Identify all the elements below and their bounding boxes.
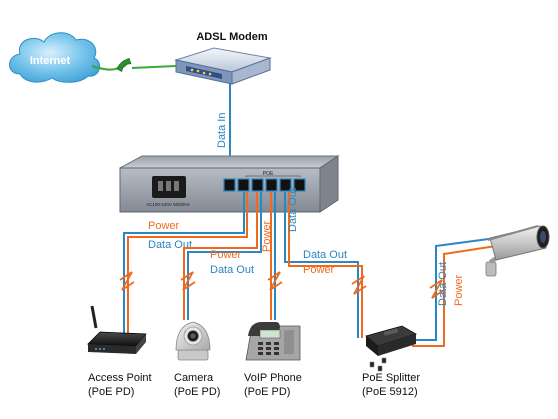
power-socket-icon: [152, 176, 186, 198]
link-poe-splitter: Data Out Data Out Power: [284, 188, 367, 338]
device-name-poe-splitter: PoE Splitter: [362, 372, 420, 384]
link-camera: Power Data Out: [180, 192, 262, 320]
poe-switch: AC100-240V 50/60Hz POE: [119, 155, 340, 213]
internet-label: Internet: [30, 55, 71, 67]
power-input-label: AC100-240V 50/60Hz: [146, 202, 191, 207]
link-access-point: Power Data Out: [119, 192, 248, 340]
link-cctv-camera: Data Out Power: [410, 237, 497, 347]
ethernet-ports: [223, 178, 306, 192]
phone-handset-icon: [116, 58, 132, 72]
lightning-icon: [267, 271, 283, 291]
device-type-camera: (PoE PD): [174, 386, 220, 398]
power-label-4: Power: [303, 264, 335, 276]
data-out-label-4: Data Out: [303, 249, 347, 261]
data-out-label-5: Data Out: [437, 262, 449, 306]
voip-phone-icon: [245, 322, 301, 361]
lightning-icon: [429, 279, 445, 299]
lightning-icon: [119, 271, 135, 291]
power-label-5: Power: [453, 274, 465, 306]
device-name-voip-phone: VoIP Phone: [244, 372, 302, 384]
power-label-1: Power: [148, 220, 180, 232]
device-labels: Access Point (PoE PD) Camera (PoE PD) Vo…: [88, 372, 420, 398]
device-type-poe-splitter: (PoE 5912): [362, 386, 418, 398]
data-in-label: Data In: [216, 113, 228, 148]
data-out-label-3: Data Out: [287, 188, 299, 232]
lightning-icon: [351, 275, 367, 295]
adsl-modem: ADSL Modem: [174, 31, 272, 85]
access-point-icon: [87, 305, 147, 354]
data-out-label-1: Data Out: [148, 239, 192, 251]
lightning-icon: [180, 271, 196, 291]
ip-camera-icon: [175, 321, 211, 361]
link-voip-phone: Power: [261, 192, 283, 320]
phone-line: [91, 58, 177, 72]
internet-cloud: Internet: [9, 32, 101, 83]
device-type-access-point: (PoE PD): [88, 386, 134, 398]
power-label-2: Power: [210, 249, 242, 261]
device-name-camera: Camera: [174, 372, 214, 384]
data-out-label-2: Data Out: [210, 264, 254, 276]
device-type-voip-phone: (PoE PD): [244, 386, 290, 398]
cctv-camera-icon: [485, 225, 550, 277]
device-name-access-point: Access Point: [88, 372, 152, 384]
power-label-3: Power: [261, 220, 273, 252]
modem-label: ADSL Modem: [196, 31, 268, 43]
poe-port-group-label: POE: [263, 171, 274, 177]
modem-led-icons: [190, 68, 212, 76]
cloud-shape: [9, 32, 101, 83]
poe-splitter-icon: [365, 325, 417, 372]
